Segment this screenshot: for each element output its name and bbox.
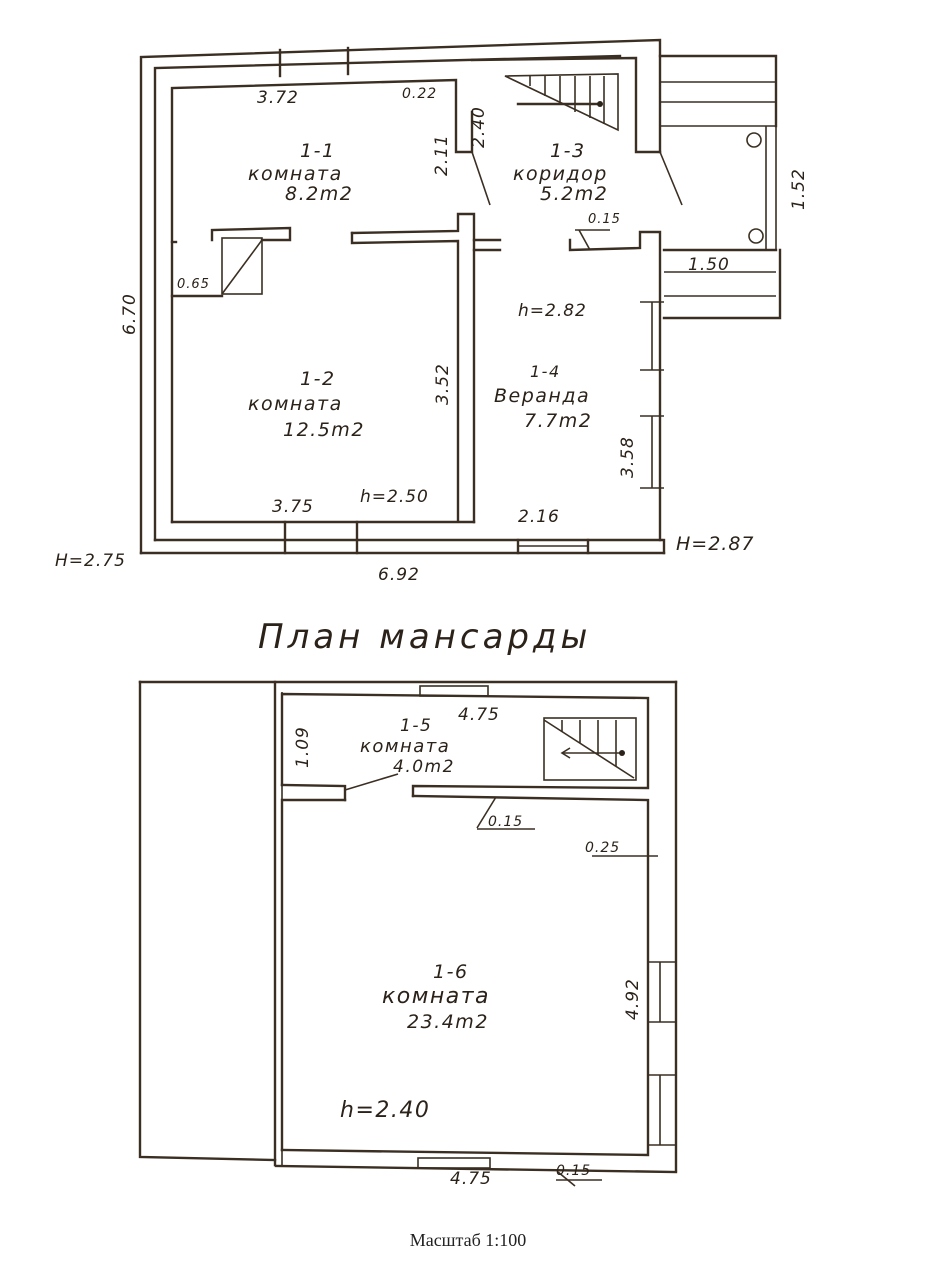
attic-top-window [419, 685, 489, 697]
porch-post-icon [748, 228, 764, 244]
dim-overall-depth: 6.70 [120, 293, 140, 335]
room-1-1-id: 1-1 [300, 140, 336, 162]
stairs-start-dot-icon [597, 101, 603, 107]
room-1-6-id: 1-6 [433, 961, 469, 983]
room-1-1-walls [170, 78, 474, 524]
room-1-5-id: 1-5 [400, 716, 432, 736]
outer-wall-outline [139, 38, 662, 555]
dim-room-1-4-width: 2.16 [518, 507, 560, 527]
dim-partition-211: 2.11 [432, 134, 452, 176]
door-tick-015 [578, 229, 591, 251]
dim-room-1-5-width: 4.75 [458, 705, 500, 725]
room-1-6-ceiling: h=2.40 [340, 1098, 430, 1123]
dim-wall-025: 0.25 [585, 840, 620, 856]
room-1-4-name: Веранда [494, 385, 590, 407]
dim-overall-width: 6.92 [378, 565, 420, 585]
room-1-4-ceiling: h=2.82 [518, 301, 587, 321]
partition-1-2-east [350, 231, 460, 522]
attic-plan: 1.09 4.75 1-5 комната 4.0m2 0.15 0.25 1-… [138, 680, 678, 1189]
room-1-5-name: комната [360, 736, 450, 757]
scale-caption: Масштаб 1:100 [409, 1230, 527, 1250]
dim-room-1-5-depth: 1.09 [293, 726, 313, 768]
room-1-1-name: комната [248, 163, 343, 185]
attic-stairs-dot-icon [619, 750, 625, 756]
door-tick-015-top [476, 796, 497, 829]
partition-1-4-west [350, 212, 476, 524]
room-1-6-name: комната [382, 984, 490, 1009]
room-1-1-area: 8.2m2 [285, 183, 353, 205]
dim-room-1-6-depth: 4.92 [623, 978, 643, 1020]
dim-room-1-2-depth: 3.52 [433, 363, 453, 405]
dim-porch-depth: 1.52 [789, 168, 809, 210]
dim-door-015: 0.15 [588, 212, 621, 227]
room-1-3-id: 1-3 [550, 140, 586, 162]
room-1-4-area: 7.7m2 [524, 410, 592, 432]
stove-top [210, 226, 292, 242]
room-1-5-walls [280, 692, 650, 798]
room-1-5-area: 4.0m2 [393, 757, 455, 777]
attic-stairs-diagonal [543, 719, 635, 779]
inner-wall-outline [153, 54, 622, 542]
dim-room-1-2-width: 3.75 [272, 497, 314, 517]
room-1-2-name: комната [248, 393, 343, 415]
stove-diagonal [221, 239, 263, 295]
dim-room-1-1-width: 3.72 [257, 88, 299, 108]
room-1-6-left [280, 798, 347, 1152]
attic-plan-title: План мансарды [258, 617, 591, 657]
outer-height-right: H=2.87 [676, 533, 755, 555]
dim-corridor-240: 2.40 [469, 106, 489, 148]
porch-steps [658, 54, 782, 320]
room-1-6-walls [280, 794, 650, 1157]
door-swing-corridor [659, 151, 683, 206]
room-1-6-area: 23.4m2 [407, 1011, 489, 1033]
attic-stairs [543, 717, 637, 781]
stove [221, 237, 263, 295]
room-1-5-partition-left [280, 783, 347, 802]
porch-post-icon [746, 132, 762, 148]
attic-left-outline [138, 680, 277, 1162]
door-swing-1-1 [471, 151, 491, 206]
outer-height-left: H=2.75 [55, 551, 126, 571]
room-1-3-area: 5.2m2 [540, 183, 608, 205]
room-1-2-id: 1-2 [300, 368, 336, 390]
room-1-4-id: 1-4 [530, 362, 561, 381]
dim-stove-065: 0.65 [177, 277, 210, 292]
attic-bottom-outer [274, 1164, 678, 1174]
attic-bottom-window [417, 1157, 491, 1169]
leader-line-area [344, 773, 399, 791]
dim-wall-022: 0.22 [402, 86, 437, 102]
room-1-3-name: коридор [513, 163, 608, 185]
dim-room-1-4-depth: 3.58 [618, 436, 638, 478]
arrow-head-icon [560, 747, 571, 759]
corridor-walls [470, 56, 662, 154]
door-tick-015-bottom [557, 1171, 576, 1187]
veranda-walls [568, 230, 662, 542]
ground-floor-plan: 3.72 0.22 2.11 2.40 1-1 комната 8.2m2 1-… [55, 38, 809, 585]
dim-door-015-bottom: 0.15 [556, 1163, 591, 1179]
room-1-2-area: 12.5m2 [283, 419, 365, 441]
room-1-2-ceiling: h=2.50 [360, 487, 429, 507]
dim-porch-width: 1.50 [688, 255, 730, 275]
dim-room-1-6-width: 4.75 [450, 1169, 492, 1189]
dim-door-015-top: 0.15 [488, 814, 523, 830]
